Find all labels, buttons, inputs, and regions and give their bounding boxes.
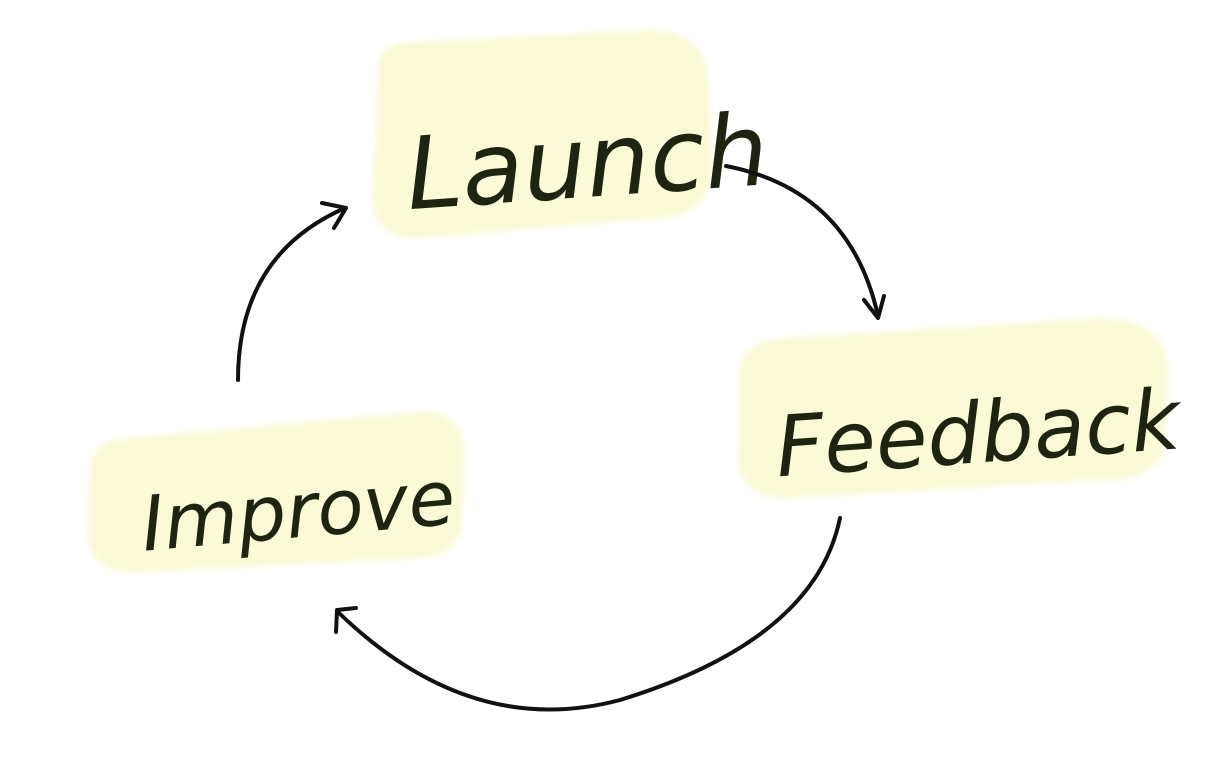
arrowhead-icon [320, 201, 348, 230]
improve-highlight [88, 411, 464, 573]
arrowhead-icon [334, 606, 358, 634]
feedback-highlight [738, 318, 1168, 499]
arrow-feedback-to-improve [334, 516, 842, 712]
arrow-launch-to-feedback [724, 164, 886, 320]
launch-highlight [372, 30, 713, 239]
node-label-launch: Launch [402, 91, 771, 233]
arrow-improve-to-launch [236, 201, 348, 382]
arrowhead-icon [862, 294, 886, 320]
